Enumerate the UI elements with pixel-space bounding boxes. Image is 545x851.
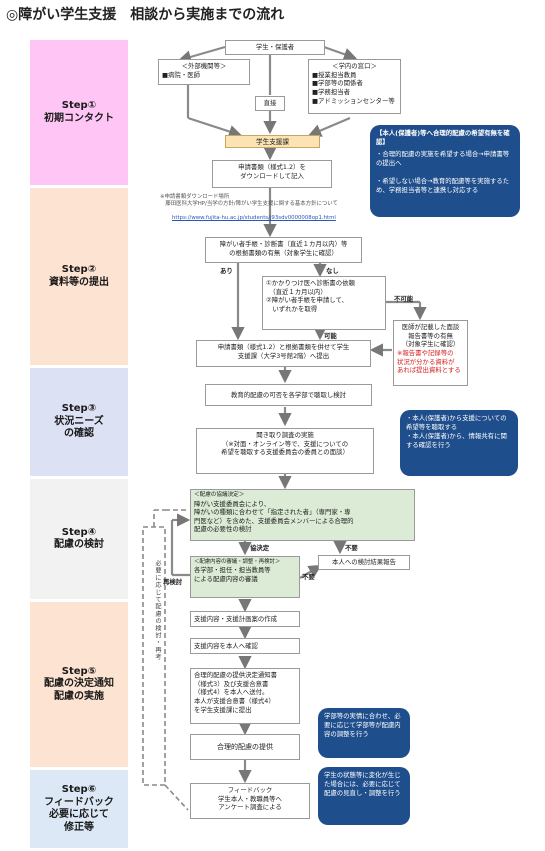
evidence-check-box: 障がい者手帳・診断書（直近１カ月以内）等 の根拠書類の有無（対象学生に確認） [205,237,362,263]
label-unneeded-2: 不要 [302,573,315,581]
step1-label: Step① 初期コンタクト [44,100,114,124]
step1-band: Step① 初期コンタクト [30,40,128,185]
download-note: ※申請書類ダウンロード場所 藤田医科大学HP/当学の方針/障がい学生支援に関する… [160,194,338,208]
step3-band: Step③ 状況ニーズ の確認 [30,368,128,476]
label-no: なし [326,267,339,275]
step5-band: Step⑤ 配慮の決定通知 配慮の実施 [30,602,128,767]
reconsider-loop-label: 必要に応じて配慮の検討・再考 [154,560,161,661]
external-agency-body: ■病院・医師 [162,70,200,79]
doctor-report-note: ※報告書や記録等の 状況が分かる資料が あれば提出資料とする [397,348,461,375]
campus-window-title: ＜学内の窓口＞ [332,62,377,70]
callout-consent-body: ・合理的配慮の実施を希望する場合→申請書等の提出へ ・希望しない場合→教育的配慮… [376,149,510,194]
apply-form-box: 申請書類（様式1.2）を ダウンロードして記入 [212,160,332,188]
label-unneeded: 不要 [345,544,358,552]
confirm-with-student-box: 支援内容を本人へ確認 [190,638,300,654]
callout-consent-title: 【本人(保護者)等へ合理的配慮の希望有無を確認】 [376,129,510,146]
step2-label: Step② 資料等の提出 [49,264,109,288]
result-report-box: 本人への検討結果報告 [318,555,410,570]
callout-consent-check: 【本人(保護者)等へ合理的配慮の希望有無を確認】 ・合理的配慮の実施を希望する場… [370,125,520,217]
campus-window-body: ■授業担当教員 ■学部等の関係者 ■学務担当者 ■アドミッションセンター等 [312,70,395,105]
label-impossible: 不可能 [394,295,414,303]
ruling-box: ＜配慮の協議決定＞ 障がい支援委員会により、 障がいの種類に合わせて「指定された… [190,489,415,541]
campus-window-box: ＜学内の窓口＞ ■授業担当教員 ■学部等の関係者 ■学務担当者 ■アドミッション… [308,59,401,114]
callout-interview: ・本人(保護者)から支援についての希望等を聴取する ・本人(保護者)から、情報共… [400,410,518,476]
evidence-options-box: ①かかりつけ医へ診断書の依頼 （直近１カ月以内） ②障がい者手帳を申請して、 い… [262,276,386,330]
education-review-box: 教育的配慮の可否を各学部で聴取し検討 [205,384,372,406]
ruling-body: 障がい支援委員会により、 障がいの種類に合わせて「指定された者」（専門家・専 門… [194,499,354,534]
support-plan-box: 支援内容・支援計画案の作成 [190,611,300,627]
doctor-report-box: 医師が記載した面談 報告書等の有無 （対象学生に確認） ※報告書や記録等の 状況… [393,320,468,386]
step5-label: Step⑤ 配慮の決定通知 配慮の実施 [44,665,114,702]
label-review-again: 再検討 [163,578,183,586]
step3-label: Step③ 状況ニーズ の確認 [54,403,104,440]
coordination-title: ＜配慮内容の審議・調整・再検討＞ [194,559,281,565]
label-possible: 可能 [324,332,337,340]
provide-accommodation-box: 合理的配慮の提供 [190,734,300,760]
step6-label: Step⑥ フィードバック 必要に応じて 修正等 [44,784,114,833]
submit-documents-box: 申請書類（様式1.2）と根拠書類を併せて学生 支援課（大学3号館2階）へ提出 [196,340,371,367]
label-decide: 協決定 [250,544,270,552]
doctor-report-text: 医師が記載した面談 報告書等の有無 （対象学生に確認） [401,323,460,349]
coordination-body: 各学部・担任・担当教員等 による配慮内容の審議 [194,566,271,583]
feedback-box: フィードバック 学生本人・教職員等へ アンケート調査による [190,783,310,819]
download-link[interactable]: https://www.fujita-hu.ac.jp/students/j93… [172,215,336,221]
external-agency-title: ＜外部機関等＞ [181,62,227,70]
step6-band: Step⑥ フィードバック 必要に応じて 修正等 [30,770,128,848]
step4-label: Step④ 配慮の検討 [54,526,104,551]
step2-band: Step② 資料等の提出 [30,188,128,365]
ruling-title: ＜配慮の協議決定＞ [194,492,245,498]
coordination-box: ＜配慮内容の審議・調整・再検討＞ 各学部・担任・担当教員等 による配慮内容の審議 [190,556,300,598]
callout-review-change: 学生の状態等に変化が生じた場合には、必要に応じて配慮の見直し・調整を行う [318,767,410,825]
student-support-office: 学生支援課 [225,135,320,148]
page-title: ◎障がい学生支援 相談から実施までの流れ [6,7,285,23]
interview-box: 聞き取り調査の実施 （※対面・オンライン等で、支援についての 希望を聴取する支援… [196,428,374,474]
callout-faculty-adjust: 学部等の実情に合わせ、必要に応じて学部等が配慮内容の調整を行う [318,708,410,758]
direct-box: 直接 [255,96,285,111]
decision-notice-box: 合理的配慮の提供決定通知書 （様式3）及び支援合意書 （様式4）を本人へ送付。 … [190,668,300,724]
student-guardian-box: 学生・保護者 [225,40,325,55]
external-agency-box: ＜外部機関等＞ ■病院・医師 [158,59,250,85]
step4-band: Step④ 配慮の検討 [30,479,128,599]
label-yes: あり [220,267,233,275]
